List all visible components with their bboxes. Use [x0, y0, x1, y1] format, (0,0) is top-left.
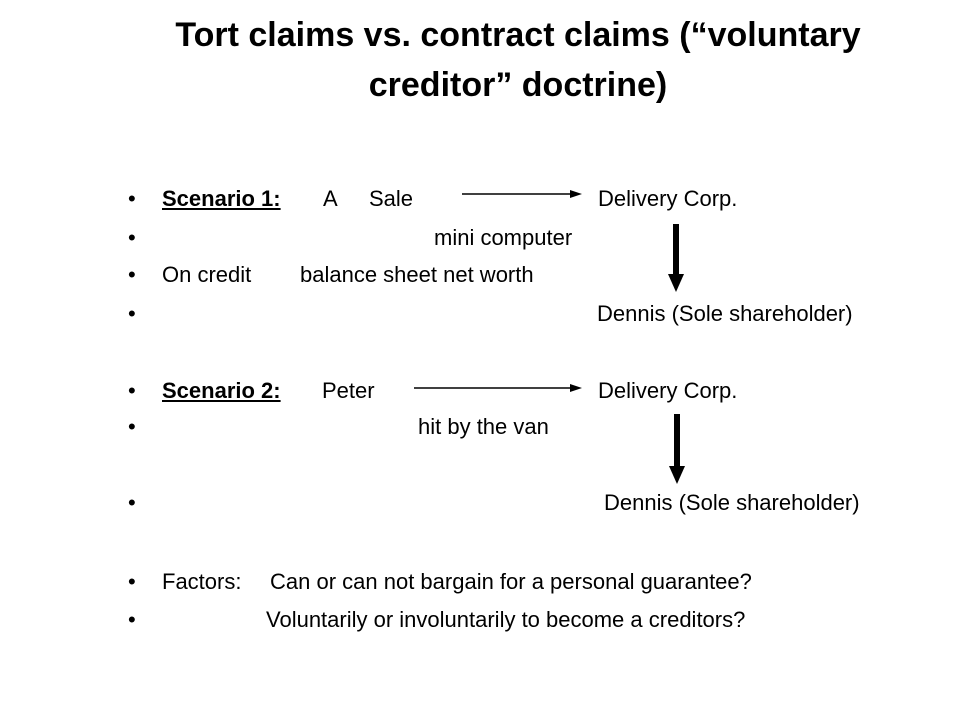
slide-title: Tort claims vs. contract claims (“volunt…	[0, 10, 960, 110]
slide-title-line-2: creditor” doctrine)	[368, 66, 668, 104]
bullet-glyph: •	[128, 490, 136, 515]
bullet-glyph: •	[128, 569, 136, 594]
scenario1-shareholder: Dennis (Sole shareholder)	[597, 301, 853, 326]
scenario1-company: Delivery Corp.	[598, 186, 738, 211]
scenario2-event: hit by the van	[418, 414, 549, 439]
slide-title-line-1: Tort claims vs. contract claims (“volunt…	[175, 16, 861, 54]
bullet-glyph: •	[128, 186, 136, 211]
scenario2-down-arrow-icon	[669, 414, 685, 484]
factors-label: Factors:	[162, 569, 242, 594]
scenario1-item: mini computer	[434, 225, 573, 250]
bullet-glyph: •	[128, 301, 136, 326]
bullet-glyph: •	[128, 414, 136, 439]
scenario1-balance-sheet: balance sheet net worth	[300, 262, 534, 287]
scenario1-down-arrow-icon	[668, 224, 684, 292]
scenario2-shareholder: Dennis (Sole shareholder)	[604, 490, 860, 515]
scenario1-party-a: A	[323, 186, 338, 211]
bullet-glyph: •	[128, 607, 136, 632]
scenario1-right-arrow-icon	[462, 190, 582, 198]
scenario1-terms: On credit	[162, 262, 252, 287]
factors-line-1: Can or can not bargain for a personal gu…	[270, 569, 752, 594]
bullet-glyph: •	[128, 262, 136, 287]
bullet-glyph: •	[128, 378, 136, 403]
scenario2-right-arrow-icon	[414, 384, 582, 392]
scenario2-party: Peter	[322, 378, 375, 403]
bullet-glyph: •	[128, 225, 136, 250]
scenario2-label: Scenario 2:	[162, 378, 281, 403]
scenario1-action: Sale	[369, 186, 414, 211]
scenario1-label: Scenario 1:	[162, 186, 281, 211]
factors-line-2: Voluntarily or involuntarily to become a…	[266, 607, 746, 632]
scenario2-company: Delivery Corp.	[598, 378, 738, 403]
